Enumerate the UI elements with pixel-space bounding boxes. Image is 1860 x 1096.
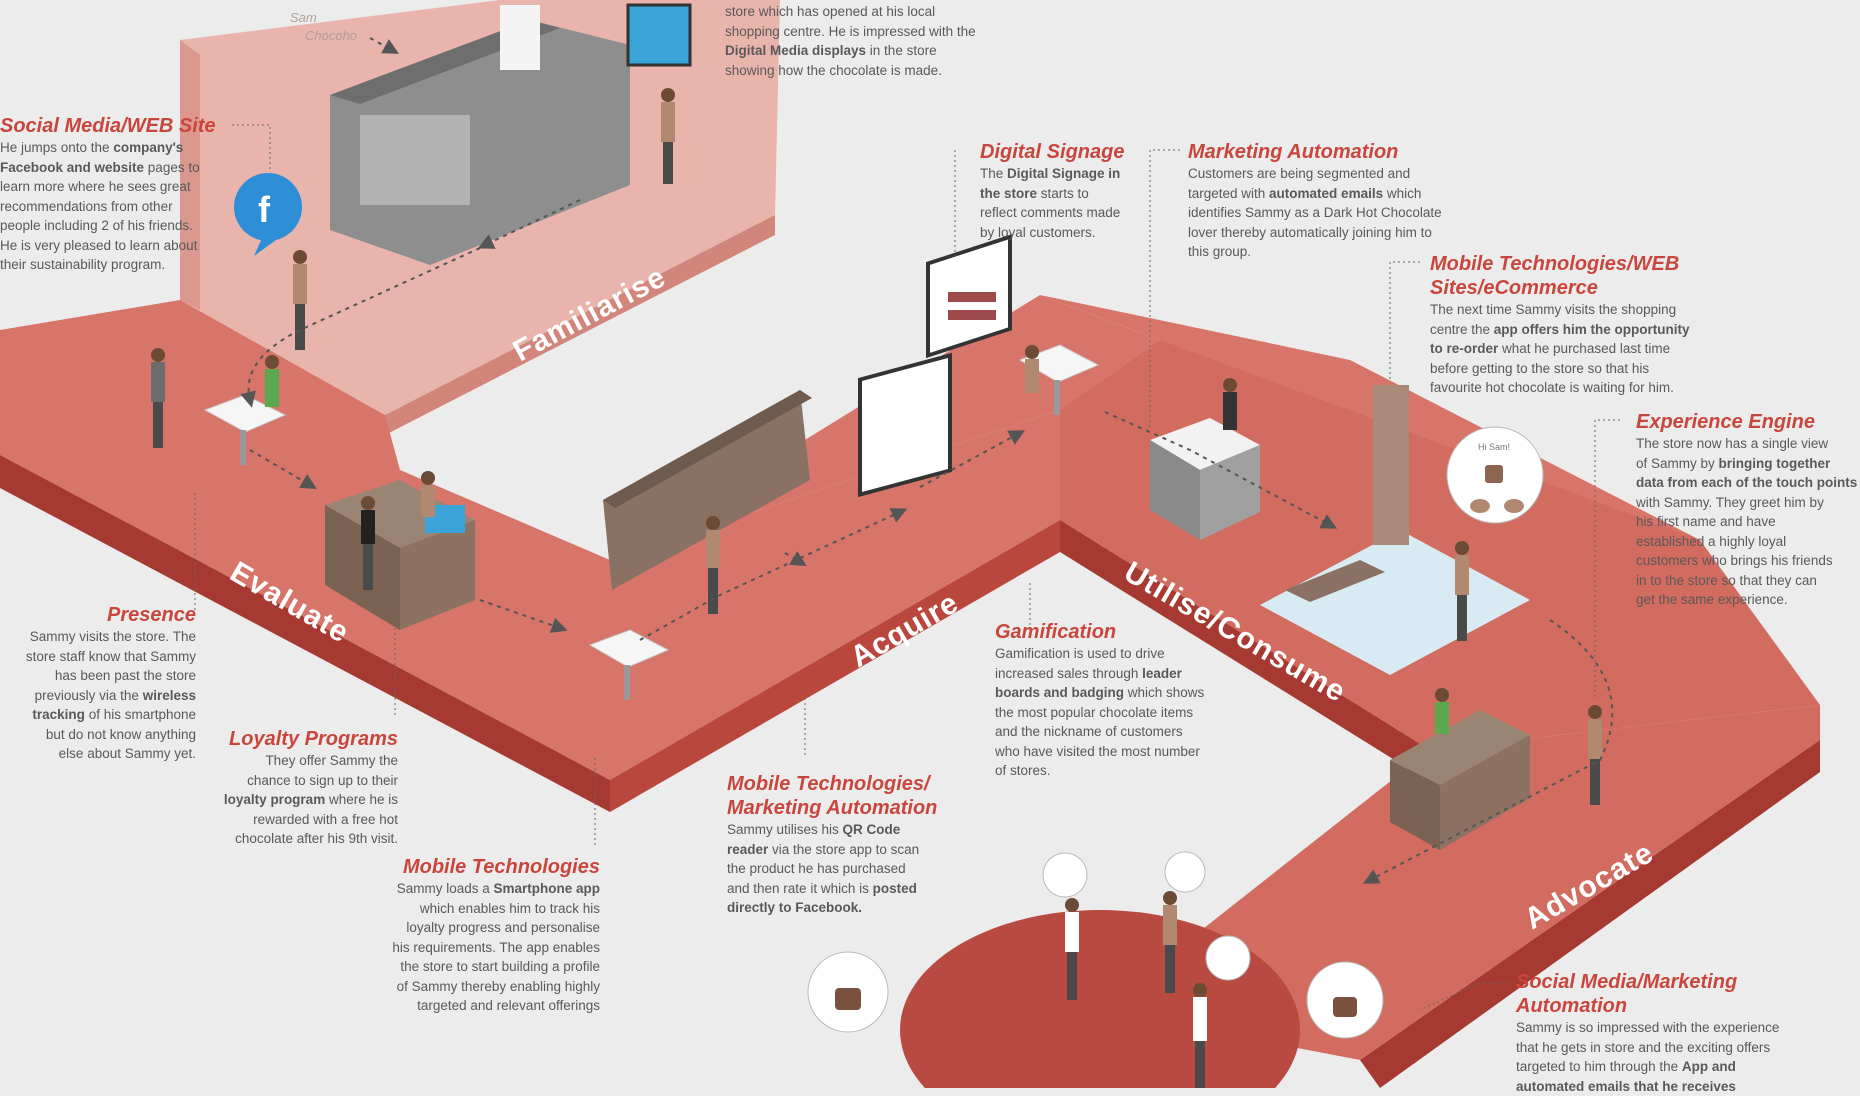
mobile-tech-callout: Mobile Technologies Sammy loads a Smartp…	[355, 855, 600, 1016]
store-sign-text-2: Chocoho	[305, 28, 357, 43]
person-icon	[293, 250, 307, 350]
digital-signage-title: Digital Signage	[980, 141, 1125, 163]
storefront: Sam Chocoho	[290, 5, 630, 265]
callout-leader	[1594, 419, 1620, 700]
greeting-bubble: Hi Sam!	[1446, 426, 1544, 524]
person-icon	[1065, 898, 1079, 1000]
smiley-face-icon	[1164, 851, 1206, 893]
person-icon	[1455, 541, 1469, 641]
gamification-callout: Gamification Gamification is used to dri…	[995, 620, 1255, 781]
person-icon	[151, 348, 165, 448]
person-icon	[265, 355, 279, 407]
facebook-icon-letter: f	[258, 189, 271, 230]
cafe-table	[1018, 344, 1100, 415]
callout-leader	[1389, 261, 1420, 380]
journey-route	[369, 37, 400, 54]
person-icon	[661, 88, 675, 184]
loyalty-title: Loyalty Programs	[229, 728, 398, 750]
experience-engine-callout: Experience Engine The store now has a si…	[1636, 410, 1860, 610]
journey-route	[1104, 411, 1338, 529]
person-icon	[1193, 983, 1207, 1088]
marketing-automation-callout: Marketing Automation Customers are being…	[1188, 140, 1498, 262]
journey-route	[784, 551, 807, 567]
social-marketing-body: Sammy is so impressed with the experienc…	[1516, 1020, 1780, 1094]
store-counter	[325, 480, 475, 630]
mobile-marketing-callout: Mobile Technologies/Marketing Automation…	[727, 772, 967, 918]
person-icon	[421, 471, 435, 517]
service-kiosk	[1150, 418, 1260, 540]
person-icon	[1588, 705, 1602, 805]
coffee-cup-icon	[1306, 961, 1384, 1039]
gamification-title: Gamification	[995, 621, 1117, 643]
product-shelves	[603, 390, 812, 590]
journey-route	[240, 247, 481, 408]
advocate-counter	[1390, 710, 1530, 850]
store-sign-text: Sam	[290, 10, 317, 25]
journey-route	[1362, 619, 1614, 884]
digital-signage-board	[858, 234, 1012, 498]
mobile-marketing-title: Mobile Technologies/Marketing Automation	[727, 773, 938, 819]
greeting-text: Hi Sam!	[1478, 442, 1510, 452]
callout-leader	[1419, 982, 1510, 1011]
journey-route	[249, 449, 317, 490]
advocate-path	[1100, 705, 1820, 1088]
journey-route	[639, 508, 908, 641]
person-icon	[1163, 891, 1177, 993]
digital-display-icon	[626, 3, 692, 67]
facebook-icon: f	[234, 173, 302, 256]
decorative-column	[1373, 385, 1409, 545]
presence-title: Presence	[107, 604, 196, 626]
person-icon	[361, 496, 375, 590]
social-web-callout: Social Media/WEB Site He jumps onto the …	[0, 114, 240, 275]
journey-route	[919, 430, 1026, 488]
bench	[1285, 560, 1385, 602]
callout-leader	[1149, 149, 1180, 430]
smiley-face-icon	[1205, 935, 1251, 981]
coffee-cup-icon	[807, 951, 889, 1033]
person-icon	[1223, 378, 1237, 430]
smiley-face-icon	[1042, 852, 1088, 898]
cafe-table	[203, 394, 287, 465]
person-icon	[1025, 345, 1039, 393]
marketing-automation-title: Marketing Automation	[1188, 141, 1399, 163]
person-icon	[706, 516, 720, 614]
social-web-title: Social Media/WEB Site	[0, 115, 216, 137]
experience-engine-title: Experience Engine	[1636, 411, 1815, 433]
person-icon	[1435, 688, 1449, 734]
cafe-table	[588, 629, 670, 700]
mobile-tech-title: Mobile Technologies	[402, 856, 600, 878]
